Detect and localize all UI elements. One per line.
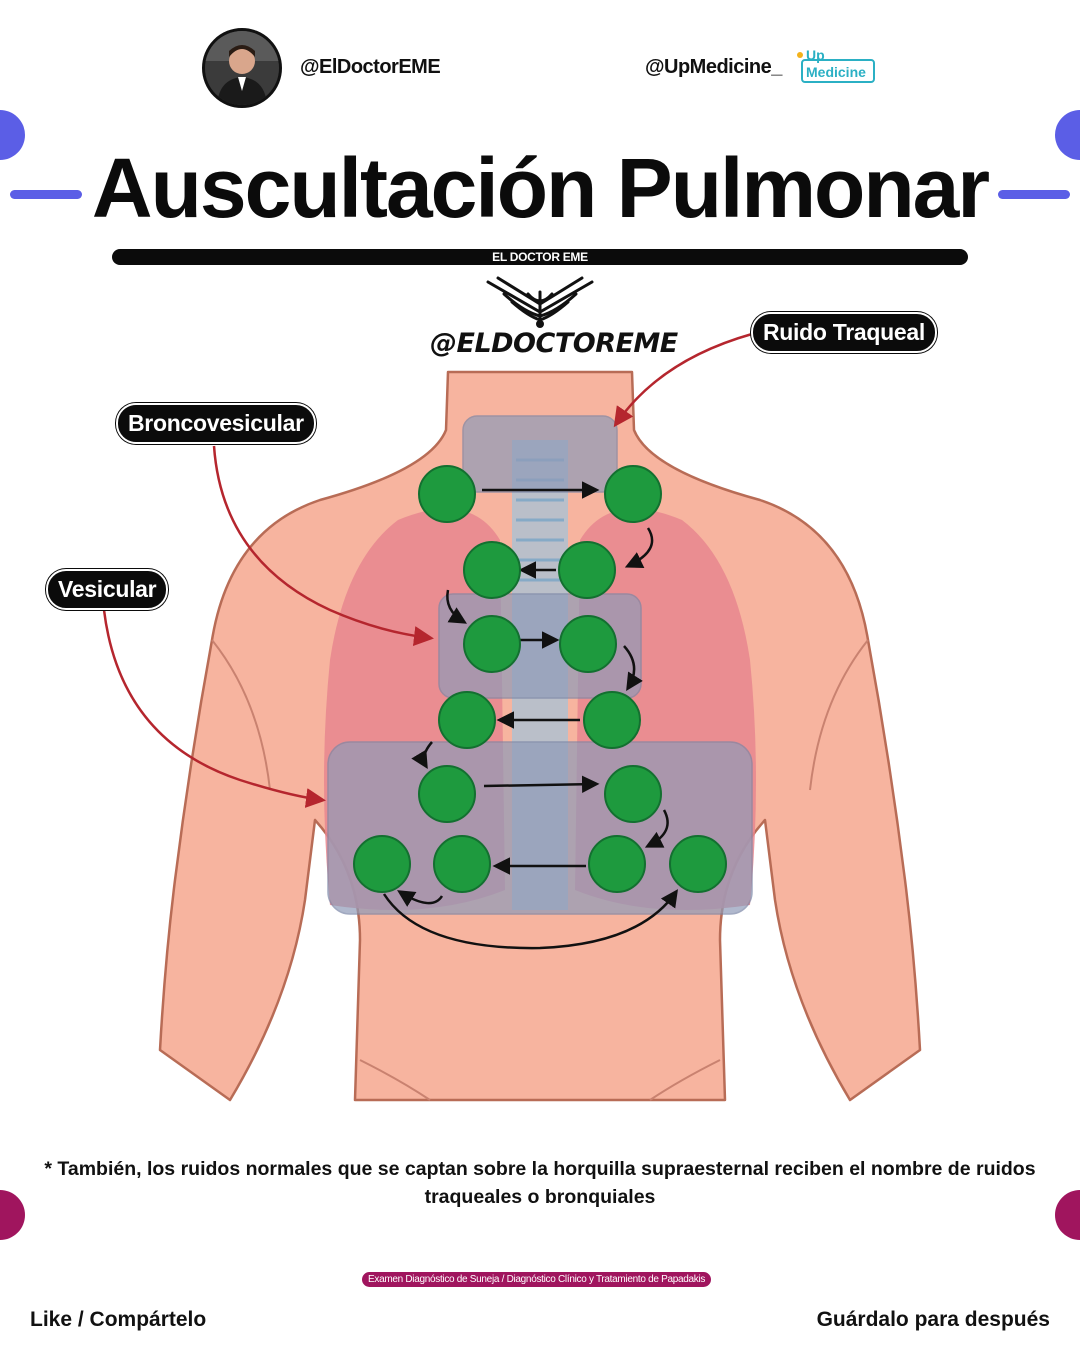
title-dash-left xyxy=(10,190,82,199)
auscultation-point xyxy=(604,765,662,823)
auscultation-point xyxy=(559,615,617,673)
auscultation-point xyxy=(588,835,646,893)
logo-text-up: Up xyxy=(806,47,825,63)
arrow-vesicular xyxy=(102,609,326,808)
banner-text: EL DOCTOR EME xyxy=(478,249,602,265)
auscultation-point xyxy=(438,691,496,749)
page-title: Auscultación Pulmonar xyxy=(91,141,990,235)
auscultation-point xyxy=(463,615,521,673)
footer-save-later: Guárdalo para después xyxy=(816,1308,1050,1331)
arrow-bronchovesicular xyxy=(212,445,434,647)
logo-text-medicine: Medicine xyxy=(806,64,866,80)
auscultation-point xyxy=(669,835,727,893)
auscultation-point xyxy=(433,835,491,893)
title-dash-right xyxy=(998,190,1070,199)
auscultation-point xyxy=(353,835,411,893)
auscultation-point xyxy=(583,691,641,749)
arrow-tracheal xyxy=(613,332,753,428)
upmedicine-logo: Up Medicine xyxy=(796,46,876,86)
auscultation-point xyxy=(558,541,616,599)
avatar xyxy=(202,28,282,108)
footer-like-share: Like / Compártelo xyxy=(30,1308,207,1331)
label-tracheal: Ruido Traqueal xyxy=(751,312,937,353)
source-badge: Examen Diagnóstico de Suneja / Diagnósti… xyxy=(362,1272,712,1287)
brand-handle: @ELDOCTOREME xyxy=(430,328,678,359)
left-handle: @ElDoctorEME xyxy=(300,56,441,78)
footnote: * También, los ruidos normales que se ca… xyxy=(44,1158,1036,1208)
auscultation-point xyxy=(418,465,476,523)
region-tracheal xyxy=(462,415,618,493)
label-bronchovesicular: Broncovesicular xyxy=(116,403,316,444)
auscultation-point xyxy=(418,765,476,823)
label-vesicular: Vesicular xyxy=(46,569,169,610)
brand-emblem-icon xyxy=(484,272,596,330)
auscultation-point xyxy=(604,465,662,523)
right-handle: @UpMedicine_ xyxy=(645,56,782,78)
auscultation-point xyxy=(463,541,521,599)
